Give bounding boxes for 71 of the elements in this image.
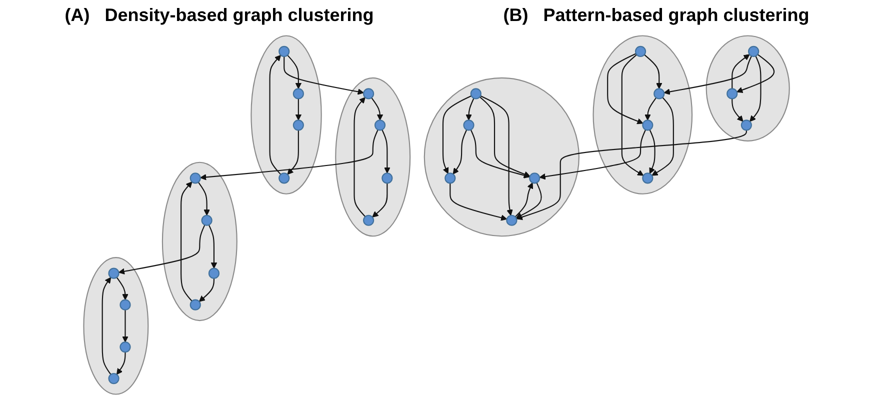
node-circle [208, 268, 220, 279]
arrow [650, 130, 656, 174]
node-circle [635, 46, 647, 58]
node-circle [530, 172, 541, 184]
arrow [644, 97, 658, 120]
arrow [453, 130, 468, 174]
arrow [450, 183, 508, 221]
node-circle [470, 88, 482, 100]
node-circle [190, 172, 202, 184]
arrow [116, 277, 129, 300]
arrow [515, 182, 534, 218]
node-circle [654, 88, 666, 100]
arrow [198, 182, 210, 216]
node-circle [293, 120, 304, 131]
node-circle [279, 46, 290, 58]
arrow [480, 96, 531, 178]
node-circle [108, 372, 120, 384]
node-circle [202, 214, 213, 226]
arrow [442, 95, 472, 174]
arrow [480, 95, 514, 216]
arrow [180, 182, 193, 302]
arrow [270, 54, 282, 175]
arrow [372, 97, 384, 120]
arrow [750, 56, 762, 122]
arrow [200, 130, 379, 180]
arrow [354, 97, 366, 218]
arrow [540, 130, 647, 180]
arrow [664, 56, 752, 95]
arrow [516, 182, 542, 218]
node-circle [642, 120, 654, 131]
arrow [372, 183, 388, 218]
arrow [208, 224, 218, 269]
arrow [622, 54, 644, 176]
node-circle [293, 88, 304, 100]
node-circle [190, 299, 202, 310]
node-circle [279, 172, 290, 184]
node-circle [363, 88, 375, 100]
node-circle [727, 88, 738, 100]
arrow [118, 224, 206, 274]
arrow [466, 98, 475, 120]
arrow [122, 310, 129, 342]
node-circle [642, 172, 654, 184]
arrow [284, 56, 364, 95]
node-circle [741, 120, 752, 131]
node-circle [464, 120, 475, 131]
arrow [516, 130, 748, 220]
arrow [116, 352, 126, 375]
arrow [102, 277, 112, 375]
arrow [732, 54, 750, 89]
node-circle [120, 299, 132, 310]
node-circle [382, 172, 394, 184]
arrow [288, 130, 300, 175]
node-circle [374, 120, 386, 131]
node-circle [120, 342, 132, 353]
node-circle [445, 172, 456, 184]
arrow [736, 54, 775, 93]
node-circle [748, 46, 760, 58]
arrow [296, 98, 302, 120]
arrow [382, 130, 391, 174]
arrow [652, 97, 674, 176]
panel-heading: (A) Density-based graph clustering [64, 4, 374, 26]
node-circle [363, 214, 375, 226]
arrow [608, 53, 644, 124]
panel-heading: (B) Pattern-based graph clustering [503, 4, 810, 26]
arrow [470, 130, 530, 178]
arrow [199, 278, 215, 302]
arrow [644, 54, 663, 89]
node-circle [108, 268, 120, 279]
node-circle [506, 214, 518, 226]
arrow [732, 98, 744, 122]
arrow [288, 54, 302, 89]
